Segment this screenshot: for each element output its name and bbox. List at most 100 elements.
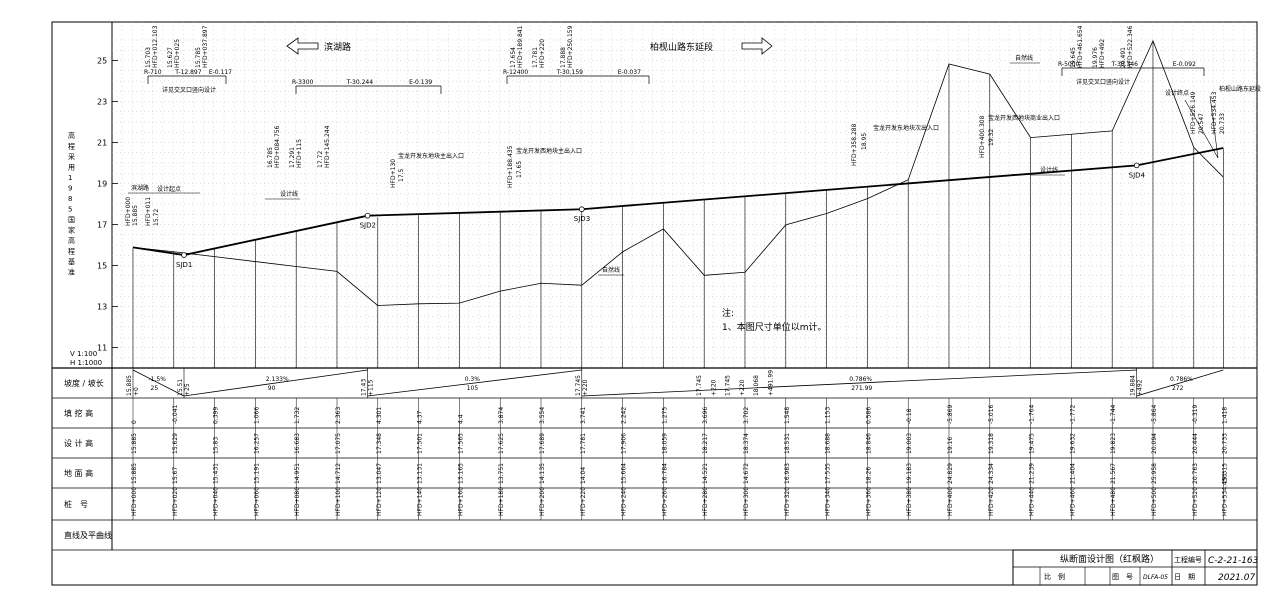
stations-cell: HFD+340 [825, 487, 832, 516]
ground-elev-cell: 14.712 [335, 463, 342, 484]
curve-external: E-0.139 [409, 79, 432, 86]
start-elev-2: 15.72 [153, 209, 160, 226]
curve-station: HFD+145.244 [324, 125, 331, 168]
vertical-point-label: SJD4 [1129, 171, 1146, 179]
ground-elev-cell: 14.672 [743, 463, 750, 484]
table-row-label: 桩 号 [64, 499, 88, 509]
curve-station: HFD+522.346 [1127, 25, 1134, 68]
fill-cut-cell: 3.702 [743, 407, 750, 424]
grade-mark: 18.068 [753, 375, 760, 396]
arrow-left-icon [286, 37, 319, 55]
elevation-label-char: 5 [68, 206, 72, 214]
leader-line [1209, 95, 1219, 159]
fill-cut-cell: -5.869 [947, 404, 954, 424]
grade-diagonal [183, 369, 368, 397]
elevation-label-char: 高 [68, 236, 75, 245]
design-elev-cell: 18.059 [661, 433, 668, 454]
stations-cell: HFD+060 [253, 487, 260, 516]
grade-value: 0.3% [465, 376, 481, 383]
elevation-label-char: 程 [68, 142, 75, 151]
grade-value: 0.786% [849, 376, 872, 383]
design-elev-cell: 19.475 [1029, 433, 1036, 454]
curve-external: E-0.092 [1173, 61, 1196, 68]
ground-elev-cell: 14.951 [294, 463, 301, 484]
table-row-label: 设 计 高 [64, 438, 93, 448]
y-tick-label: 13 [97, 303, 107, 312]
stations-cell: HFD+360 [865, 487, 872, 516]
stations-cell: HFD+200 [539, 487, 546, 516]
ground-elev-cell: 15.664 [621, 463, 628, 484]
fill-cut-cell: 3.741 [580, 407, 587, 424]
y-tick-label: 17 [97, 221, 107, 230]
curve-station: HFD+461.654 [1077, 25, 1084, 68]
fill-cut-cell: 1.275 [661, 407, 668, 424]
fill-cut-cell: 3.696 [702, 407, 709, 424]
fill-cut-cell: 2.363 [335, 407, 342, 424]
grade-length: 271.99 [851, 385, 872, 392]
curve-station: HFD+115 [296, 139, 303, 168]
station-verticals [132, 40, 1224, 368]
curve-radius: R-710 [144, 69, 162, 76]
design-elev-cell: 17.501 [417, 433, 424, 454]
ground-elev-cell: 21.404 [1069, 463, 1076, 484]
curve-elev: 17.72 [317, 151, 324, 168]
design-elev-cell: 15.885 [131, 433, 138, 454]
curve-elev: 17.291 [289, 147, 296, 168]
design-elev-cell: 18.846 [865, 433, 872, 454]
vertical-point [364, 212, 371, 219]
vertical-point [181, 252, 187, 258]
ground-elev-cell: 14.04 [580, 467, 587, 484]
y-tick-label: 19 [97, 180, 107, 189]
leader-line [1184, 99, 1219, 159]
ground-elev-cell: 18.26 [865, 467, 872, 484]
design-elev-cell: 17.906 [621, 433, 628, 454]
curve-tangent: T-30.346 [1111, 61, 1138, 68]
design-line-label: 设计线 [280, 190, 298, 198]
ground-elev-cell: 24.334 [988, 463, 995, 484]
v-scale: V 1:100 [70, 350, 97, 358]
entry-1-elev: 17.5 [398, 168, 405, 182]
fill-cut-cell: 3.554 [539, 407, 546, 424]
ground-line [132, 39, 1224, 306]
design-elev-cell: 18.217 [702, 433, 709, 454]
ground-elev-cell: 16.983 [784, 463, 791, 484]
curve-tangent: T-12.897 [174, 69, 201, 76]
grade-start-elev: 15.885 [126, 375, 133, 396]
curve-elev: 15.785 [195, 47, 202, 68]
grade-end-station: +25 [184, 383, 191, 396]
design-elev-cell: 19.823 [1110, 433, 1117, 454]
elevation-label-char: 准 [68, 268, 75, 277]
fill-cut-cell: 4.301 [376, 407, 383, 424]
curve-tangent: T-30.244 [346, 79, 373, 86]
fill-cut-cell: -0.18 [906, 408, 913, 424]
elevation-label-char: 国 [68, 216, 75, 224]
end-station: HFD+526.149 [1190, 91, 1197, 134]
design-elev-cell: 19.16 [947, 437, 954, 454]
grade-end-elev: 17.43 [361, 379, 368, 396]
elevation-label-char: 家 [68, 226, 75, 235]
grade-length: 105 [467, 385, 479, 392]
stations-cell: HFD+440 [1029, 487, 1036, 516]
ground-elev-cell: 25.958 [1151, 463, 1158, 484]
natural-line-label: 自然线 [602, 266, 620, 274]
drawing-no-label: 图 号 [1112, 573, 1133, 581]
stations-cell: HFD+260 [661, 487, 668, 516]
design-elev-cell: 17.781 [580, 433, 587, 454]
stations-cell: HFD+120 [376, 487, 383, 516]
design-elev-cell: 20.444 [1192, 433, 1199, 454]
fill-cut-cell: -1.772 [1069, 404, 1076, 424]
fill-cut-cell: 0.586 [865, 407, 872, 424]
stations-cell: HFD+500 [1151, 487, 1158, 516]
grade-mark: 17.745 [696, 375, 703, 396]
fill-cut-cell: 1.153 [825, 407, 832, 424]
vertical-point-label: SJD1 [176, 261, 192, 269]
date: 2021.07 [1218, 573, 1255, 583]
stations-cell: HFD+300 [743, 487, 750, 516]
binhu-label: 滨湖路 [131, 184, 149, 192]
ground-elev-cell: 14.135 [539, 463, 546, 484]
design-elev-cell: 15.629 [172, 433, 179, 454]
project-no: C-2-21-163 [1208, 556, 1259, 566]
natural-line-label-2: 自然线 [1015, 54, 1033, 62]
curve-elev: 17.781 [532, 47, 539, 68]
